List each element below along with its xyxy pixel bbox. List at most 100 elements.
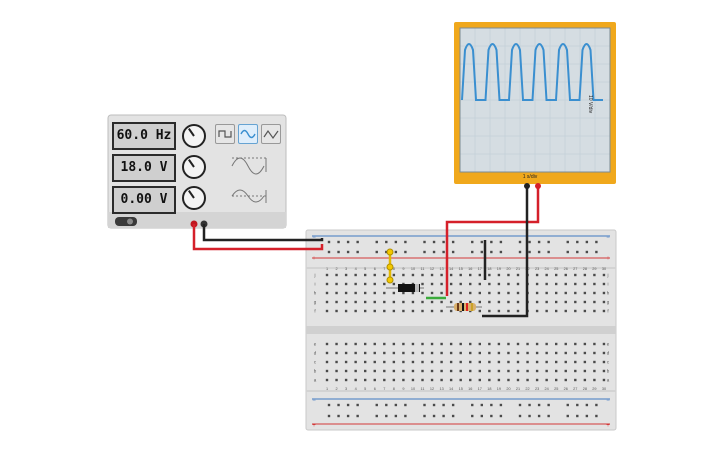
breadboard-hole[interactable] xyxy=(469,291,472,295)
breadboard-hole[interactable] xyxy=(545,282,548,286)
fg-red-wire[interactable] xyxy=(192,224,324,251)
breadboard-hole[interactable] xyxy=(373,369,376,373)
breadboard-hole[interactable] xyxy=(490,240,493,244)
breadboard-hole[interactable] xyxy=(535,291,539,295)
breadboard-hole[interactable] xyxy=(392,291,396,295)
breadboard-hole[interactable] xyxy=(440,342,443,346)
breadboard-hole[interactable] xyxy=(354,369,357,373)
breadboard-hole[interactable] xyxy=(593,291,596,295)
breadboard-hole[interactable] xyxy=(555,378,558,382)
breadboard-hole[interactable] xyxy=(480,240,483,244)
breadboard-hole[interactable] xyxy=(344,360,348,364)
breadboard-hole[interactable] xyxy=(459,378,462,382)
breadboard-hole[interactable] xyxy=(469,351,472,355)
breadboard-hole[interactable] xyxy=(411,369,415,373)
breadboard-hole[interactable] xyxy=(335,291,338,295)
breadboard-hole[interactable] xyxy=(449,282,453,286)
dc-offset-knob[interactable] xyxy=(182,186,206,210)
breadboard-hole[interactable] xyxy=(566,403,569,407)
breadboard-hole[interactable] xyxy=(526,369,529,373)
breadboard-hole[interactable] xyxy=(499,250,503,254)
breadboard-hole[interactable] xyxy=(392,351,396,355)
breadboard-hole[interactable] xyxy=(488,291,491,295)
breadboard-hole[interactable] xyxy=(402,369,405,373)
breadboard-hole[interactable] xyxy=(449,369,453,373)
breadboard-hole[interactable] xyxy=(545,309,548,313)
breadboard-hole[interactable] xyxy=(528,414,531,418)
breadboard-hole[interactable] xyxy=(564,351,567,355)
breadboard-hole[interactable] xyxy=(574,291,577,295)
breadboard-hole[interactable] xyxy=(327,250,331,254)
breadboard-hole[interactable] xyxy=(375,414,378,418)
breadboard-hole[interactable] xyxy=(583,342,587,346)
breadboard-hole[interactable] xyxy=(459,351,462,355)
breadboard-hole[interactable] xyxy=(325,369,329,373)
breadboard-hole[interactable] xyxy=(354,273,357,277)
breadboard-hole[interactable] xyxy=(537,414,541,418)
breadboard-hole[interactable] xyxy=(451,250,455,254)
breadboard-hole[interactable] xyxy=(421,360,424,364)
breadboard-hole[interactable] xyxy=(478,309,481,313)
breadboard-hole[interactable] xyxy=(430,378,434,382)
breadboard-hole[interactable] xyxy=(583,309,587,313)
breadboard-hole[interactable] xyxy=(535,360,539,364)
breadboard-hole[interactable] xyxy=(344,378,348,382)
breadboard-hole[interactable] xyxy=(383,282,386,286)
breadboard-hole[interactable] xyxy=(593,342,596,346)
breadboard-hole[interactable] xyxy=(574,360,577,364)
breadboard-hole[interactable] xyxy=(364,300,367,304)
breadboard-hole[interactable] xyxy=(451,240,455,244)
breadboard-hole[interactable] xyxy=(354,282,357,286)
breadboard-hole[interactable] xyxy=(526,378,529,382)
breadboard-hole[interactable] xyxy=(545,369,548,373)
breadboard-hole[interactable] xyxy=(516,282,520,286)
breadboard-hole[interactable] xyxy=(373,309,376,313)
breadboard-hole[interactable] xyxy=(478,273,481,277)
breadboard-hole[interactable] xyxy=(526,360,529,364)
breadboard-hole[interactable] xyxy=(555,351,558,355)
breadboard-hole[interactable] xyxy=(535,273,539,277)
breadboard-hole[interactable] xyxy=(421,300,424,304)
breadboard-hole[interactable] xyxy=(335,273,338,277)
breadboard-hole[interactable] xyxy=(499,414,503,418)
breadboard-hole[interactable] xyxy=(373,273,376,277)
breadboard-hole[interactable] xyxy=(583,291,587,295)
breadboard-hole[interactable] xyxy=(440,300,443,304)
breadboard-hole[interactable] xyxy=(385,240,388,244)
breadboard-hole[interactable] xyxy=(595,414,598,418)
breadboard-hole[interactable] xyxy=(564,282,567,286)
breadboard-hole[interactable] xyxy=(480,414,483,418)
breadboard-hole[interactable] xyxy=(595,250,598,254)
breadboard-hole[interactable] xyxy=(583,273,587,277)
breadboard-hole[interactable] xyxy=(440,351,443,355)
breadboard-hole[interactable] xyxy=(545,291,548,295)
breadboard-hole[interactable] xyxy=(535,300,539,304)
breadboard-hole[interactable] xyxy=(383,291,386,295)
breadboard-hole[interactable] xyxy=(411,378,415,382)
breadboard-hole[interactable] xyxy=(490,403,493,407)
breadboard-hole[interactable] xyxy=(545,378,548,382)
breadboard-hole[interactable] xyxy=(411,273,415,277)
breadboard-hole[interactable] xyxy=(344,300,348,304)
breadboard-hole[interactable] xyxy=(423,240,426,244)
breadboard-hole[interactable] xyxy=(478,300,481,304)
breadboard-hole[interactable] xyxy=(488,273,491,277)
breadboard-hole[interactable] xyxy=(354,342,357,346)
breadboard-hole[interactable] xyxy=(451,414,455,418)
breadboard-hole[interactable] xyxy=(518,403,522,407)
breadboard-hole[interactable] xyxy=(356,414,359,418)
breadboard-hole[interactable] xyxy=(402,342,405,346)
breadboard-hole[interactable] xyxy=(516,360,520,364)
breadboard-hole[interactable] xyxy=(392,300,396,304)
breadboard-hole[interactable] xyxy=(545,300,548,304)
breadboard-hole[interactable] xyxy=(528,403,531,407)
breadboard-hole[interactable] xyxy=(535,309,539,313)
breadboard-hole[interactable] xyxy=(394,240,398,244)
breadboard-hole[interactable] xyxy=(344,309,348,313)
breadboard-hole[interactable] xyxy=(335,300,338,304)
breadboard-hole[interactable] xyxy=(402,351,405,355)
breadboard-hole[interactable] xyxy=(478,378,481,382)
breadboard-hole[interactable] xyxy=(402,378,405,382)
breadboard-hole[interactable] xyxy=(574,351,577,355)
breadboard-hole[interactable] xyxy=(585,250,589,254)
